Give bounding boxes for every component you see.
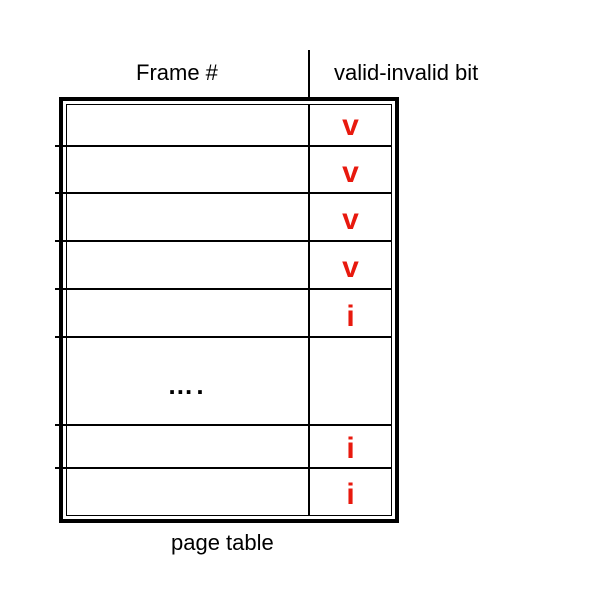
row-separator [55,424,392,426]
page-table-inner-border [66,104,392,516]
page-table-caption: page table [171,530,274,555]
valid-invalid-bit: i [346,432,355,465]
page-table-outer-border [59,97,399,523]
valid-invalid-bit: i [346,478,355,511]
column-divider-top [308,50,310,98]
omitted-rows-ellipsis: …. [167,370,207,400]
row-separator [55,336,392,338]
row-separator [55,192,392,194]
valid-invalid-bit: v [342,251,359,284]
row-separator [55,240,392,242]
row-separator [55,467,392,469]
valid-invalid-bit: v [342,156,359,189]
row-separator [55,288,392,290]
row-separator [55,145,392,147]
valid-invalid-bit: v [342,203,359,236]
valid-invalid-bit: v [342,109,359,142]
valid-invalid-bit-header: valid-invalid bit [334,60,479,85]
column-divider [308,104,310,516]
frame-number-header: Frame # [136,60,218,85]
valid-invalid-bit: i [346,300,355,333]
